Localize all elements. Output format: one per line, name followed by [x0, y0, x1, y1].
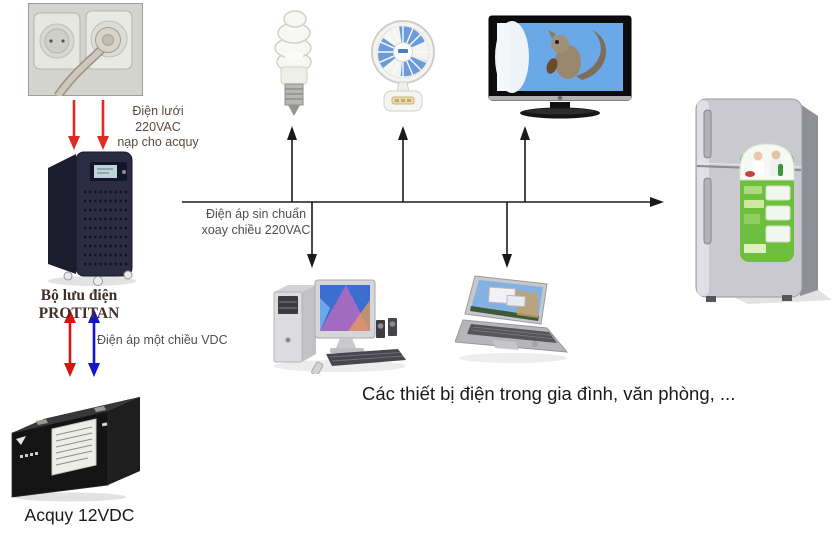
laptop-image — [455, 272, 575, 367]
grid-power-label: Điện lưới 220VAC nạp cho acquy — [117, 104, 199, 150]
fan-image — [370, 16, 436, 116]
fridge-image — [688, 94, 834, 308]
battery-terminal — [36, 419, 48, 425]
fridge-sticker — [739, 143, 795, 262]
desktop-image — [268, 278, 408, 374]
devices-caption: Các thiết bị điện trong gia đình, văn ph… — [362, 383, 736, 404]
battery-brand-mark — [16, 436, 26, 445]
tv-image — [486, 14, 634, 122]
charge-arrows — [68, 100, 109, 150]
fridge-handle-freezer — [703, 109, 712, 159]
dc-voltage-label: Điện áp một chiều VDC — [97, 333, 228, 347]
bulb-image — [266, 6, 322, 120]
ups-image — [40, 146, 140, 288]
pc-speaker — [388, 318, 397, 336]
battery-label: Acquy 12VDC — [24, 505, 135, 525]
ups-name-label: Bộ lưu điện PROTITAN — [38, 287, 120, 322]
pc-remote — [311, 361, 324, 374]
pc-speaker — [376, 320, 385, 338]
ups-lcd — [94, 165, 117, 178]
bulb-screw-base — [284, 83, 304, 116]
battery-terminal — [94, 406, 106, 412]
fridge-handle-main — [703, 177, 712, 245]
ac-bus-line — [182, 126, 664, 268]
ups-vent — [84, 190, 128, 266]
laptop-touchpad — [493, 340, 519, 350]
battery-image — [8, 383, 150, 503]
ac-output-label: Điện áp sin chuẩn xoay chiều 220VAC — [201, 207, 311, 237]
squirrel-tail — [576, 30, 607, 80]
wall-socket-image — [28, 3, 143, 96]
bulb-spiral — [274, 10, 312, 73]
